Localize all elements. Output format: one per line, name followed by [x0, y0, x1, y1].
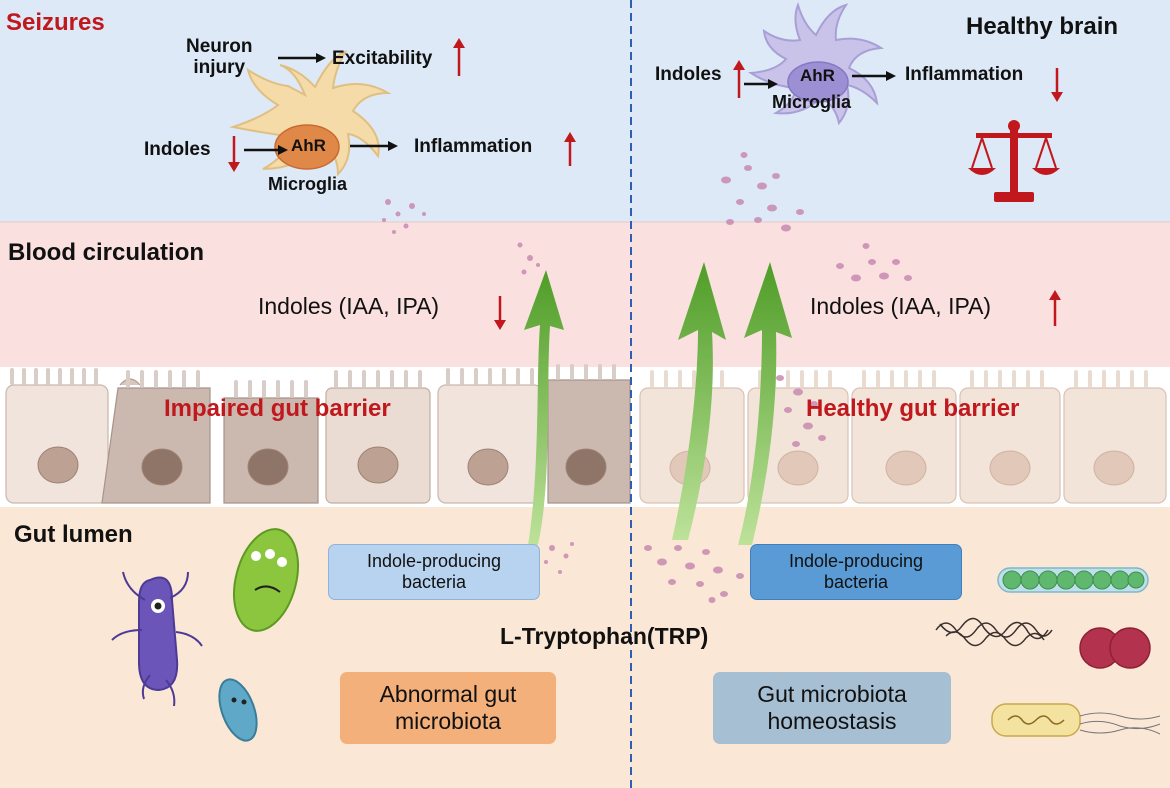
inflammation-label-right: Inflammation: [905, 64, 1024, 85]
healthy-brain-title: Healthy brain: [966, 13, 1119, 40]
impaired-epithelium: [5, 364, 631, 504]
microglia-cell-icon-right: [747, 1, 885, 126]
bacteria-icon-rod: [991, 703, 1161, 737]
excitability-label: Excitability: [332, 48, 433, 69]
seizures-title: Seizures: [6, 9, 105, 36]
abnormal-microbiota-box: Abnormal gut microbiota: [340, 672, 556, 744]
microglia-label-left: Microglia: [268, 174, 348, 194]
homeostasis-label: Gut microbiota homeostasis: [757, 680, 907, 734]
bacteria-icon-chain: [997, 567, 1149, 593]
up-arrow-icon: [564, 132, 576, 166]
bacteria-icon-diplococcus: [1079, 627, 1151, 669]
impaired-barrier-label: Impaired gut barrier: [164, 395, 391, 422]
indoles-blood-left: Indoles (IAA, IPA): [258, 293, 440, 319]
right-bacteria-box-label: Indole-producing bacteria: [788, 550, 924, 592]
bacteria-icon-tangle: [935, 617, 1053, 647]
microglia-label-right: Microglia: [772, 92, 852, 112]
right-bacteria-box: Indole-producing bacteria: [750, 544, 962, 600]
up-arrow-icon: [733, 60, 745, 98]
tryptophan-label: L-Tryptophan(TRP): [500, 623, 709, 649]
bacteria-icon-purple: [111, 571, 203, 707]
gut-lumen-title: Gut lumen: [14, 521, 133, 548]
indoles-blood-right: Indoles (IAA, IPA): [810, 293, 992, 319]
microglia-cell-icon-left: [229, 50, 392, 177]
indoles-label-left: Indoles: [144, 139, 211, 160]
down-arrow-icon: [494, 296, 506, 330]
flow-arrows: [244, 53, 896, 155]
indole-particles: [382, 152, 912, 603]
inflammation-label-left: Inflammation: [414, 136, 533, 157]
down-arrow-icon: [228, 136, 240, 172]
bacteria-icon-teal: [218, 678, 258, 742]
healthy-barrier-label: Healthy gut barrier: [806, 395, 1020, 422]
up-arrow-icon: [1049, 290, 1061, 326]
blood-band: [0, 222, 1170, 367]
homeostasis-box: Gut microbiota homeostasis: [713, 672, 951, 744]
abnormal-microbiota-label: Abnormal gut microbiota: [379, 680, 517, 734]
brain-band: [0, 0, 1170, 222]
ahr-label-left: AhR: [291, 136, 326, 155]
lumen-band: [0, 507, 1170, 788]
up-arrow-icon: [453, 38, 465, 76]
left-bacteria-box: Indole-producing bacteria: [328, 544, 540, 600]
neuron-injury-label: Neuron injury: [186, 36, 253, 79]
blood-circulation-title: Blood circulation: [8, 239, 205, 266]
left-bacteria-box-label: Indole-producing bacteria: [366, 550, 502, 592]
balance-scale-icon: [968, 120, 1060, 202]
healthy-epithelium: [639, 370, 1167, 504]
ahr-label-right: AhR: [800, 66, 835, 85]
green-transport-arrow-icon: [524, 262, 792, 545]
down-arrow-icon: [1051, 68, 1063, 102]
indoles-label-right: Indoles: [655, 64, 722, 85]
bacteria-icon-green: [233, 528, 299, 632]
